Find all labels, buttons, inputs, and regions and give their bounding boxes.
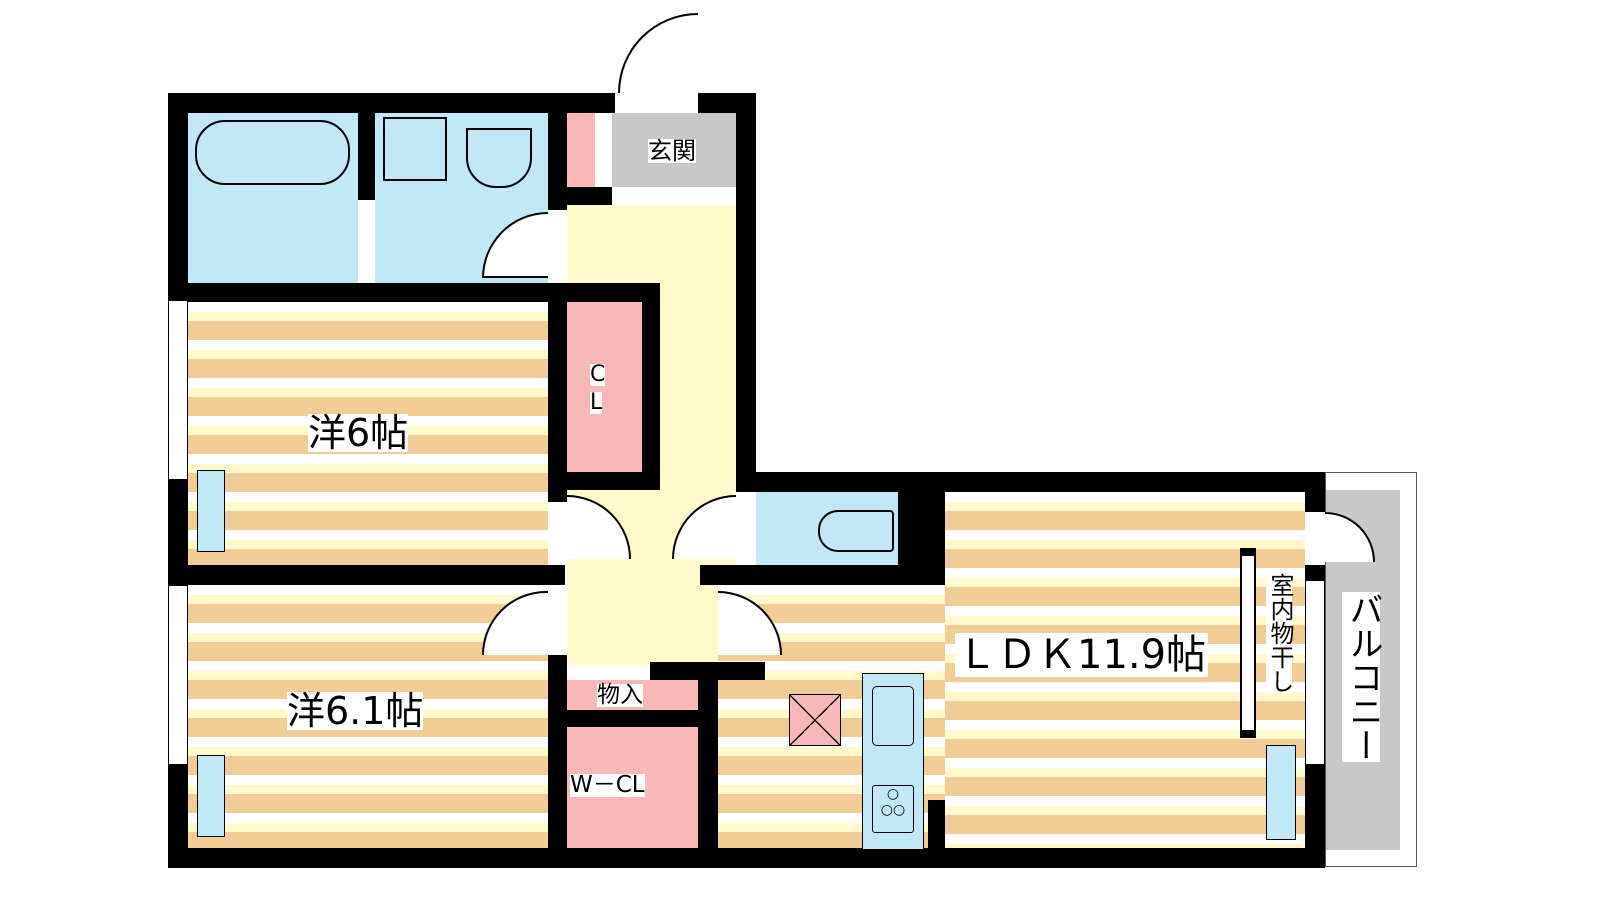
- wall: [358, 113, 375, 200]
- wall: [548, 113, 567, 210]
- shelf-unit: [1266, 745, 1296, 840]
- wall: [168, 565, 565, 585]
- wall: [168, 480, 188, 585]
- wall: [1305, 472, 1325, 512]
- refrigerator-space-icon: [789, 694, 841, 746]
- wall: [642, 283, 660, 490]
- wall: [1305, 565, 1325, 580]
- walkin-closet-label: W－CL: [570, 772, 645, 798]
- wall: [548, 302, 567, 502]
- wall: [168, 93, 615, 113]
- wall: [548, 655, 567, 848]
- bedroom2-label: 洋6.1帖: [287, 689, 424, 733]
- wall: [548, 710, 718, 727]
- wall: [736, 93, 756, 490]
- wall: [168, 283, 660, 302]
- wall: [736, 472, 1325, 492]
- entrance-label: 玄関: [648, 137, 696, 165]
- wall: [700, 565, 945, 585]
- window: [1305, 580, 1325, 765]
- closet-label-l: L: [590, 390, 603, 415]
- bathtub-icon: [195, 120, 350, 185]
- ldk-label: ＬＤＫ11.9帖: [955, 632, 1209, 678]
- closet-unit: [197, 755, 225, 837]
- shoe-cabinet: [567, 113, 595, 187]
- storage-label: 物入: [597, 682, 643, 708]
- indoor-drying-label: 室内物干し: [1266, 573, 1294, 693]
- washing-machine-icon: [383, 117, 447, 181]
- stove-icon: ○○○: [872, 785, 914, 833]
- toilet-icon: [818, 510, 894, 552]
- closet-unit: [197, 470, 225, 552]
- wall: [548, 472, 660, 490]
- wall: [168, 848, 1325, 868]
- closet: [567, 302, 642, 472]
- closet-label-c: C: [590, 362, 606, 387]
- wall: [928, 800, 945, 848]
- window: [168, 300, 188, 480]
- entrance-door[interactable]: [618, 13, 698, 93]
- balcony-outline: [1325, 472, 1417, 867]
- wall: [168, 93, 188, 300]
- window: [168, 585, 188, 765]
- drying-rail[interactable]: [1240, 548, 1256, 738]
- wall: [698, 662, 718, 848]
- balcony-label: バルコニー: [1342, 592, 1383, 762]
- kitchen-sink-icon: [872, 686, 914, 746]
- wall: [168, 765, 188, 868]
- wall: [548, 187, 612, 205]
- bedroom1-label: 洋6帖: [308, 411, 409, 455]
- wall: [1305, 765, 1325, 868]
- sink-icon: [466, 128, 532, 188]
